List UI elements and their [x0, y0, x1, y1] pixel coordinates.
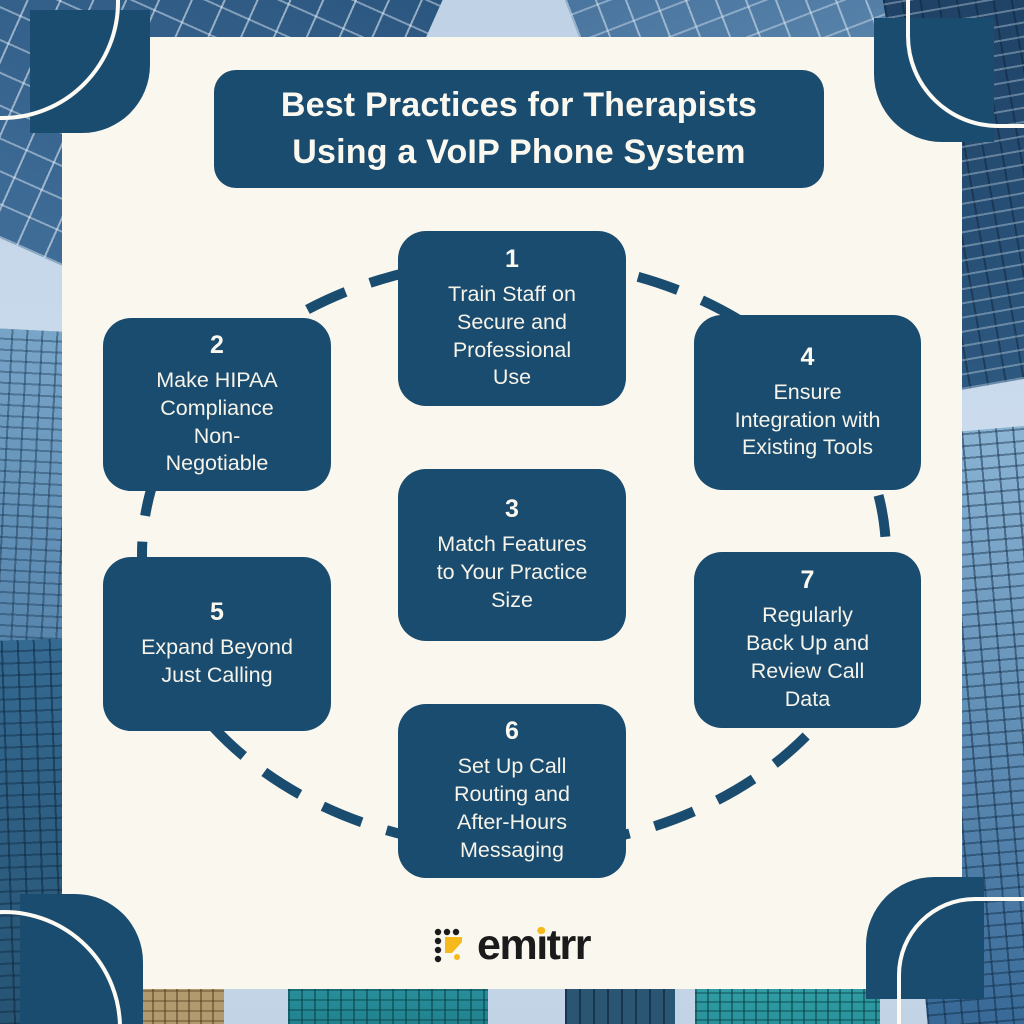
step-card-3: 3 Match Features to Your Practice Size — [398, 469, 626, 641]
step-card-1: 1 Train Staff on Secure and Professional… — [398, 231, 626, 406]
step-card-5: 5 Expand Beyond Just Calling — [103, 557, 331, 731]
title-banner: Best Practices for Therapists Using a Vo… — [214, 70, 824, 188]
step-number: 6 — [505, 717, 519, 746]
step-text: Match Features to Your Practice Size — [436, 532, 588, 612]
step-text: Set Up Call Routing and After-Hours Mess… — [454, 754, 570, 862]
emitrr-logo-mark-icon — [434, 928, 463, 963]
step-number: 4 — [800, 342, 815, 371]
step-number: 1 — [505, 244, 519, 273]
step-number: 3 — [505, 495, 519, 524]
step-number: 5 — [210, 598, 224, 627]
page-title: Best Practices for Therapists Using a Vo… — [280, 86, 758, 171]
step-text: Ensure Integration with Existing Tools — [734, 379, 881, 460]
wordmark-trr: trr — [546, 920, 592, 969]
logo-i-dot — [537, 926, 546, 934]
wordmark-i: ı — [536, 920, 548, 969]
step-number: 2 — [210, 330, 224, 359]
step-text: Regularly Back Up and Review Call Data — [745, 603, 870, 711]
step-card-2: 2 Make HIPAA Compliance Non- Negotiable — [103, 318, 331, 491]
arc-ornament-bottom-right — [897, 897, 1024, 1024]
step-text: Train Staff on Secure and Professional U… — [448, 281, 576, 390]
wordmark-em: em — [477, 920, 538, 969]
step-card-7: 7 Regularly Back Up and Review Call Data — [694, 552, 921, 728]
step-number: 7 — [800, 566, 815, 595]
step-text: Make HIPAA Compliance Non- Negotiable — [156, 367, 278, 476]
step-text: Expand Beyond Just Calling — [141, 635, 293, 687]
step-card-4: 4 Ensure Integration with Existing Tools — [694, 315, 921, 490]
step-card-6: 6 Set Up Call Routing and After-Hours Me… — [398, 704, 626, 878]
